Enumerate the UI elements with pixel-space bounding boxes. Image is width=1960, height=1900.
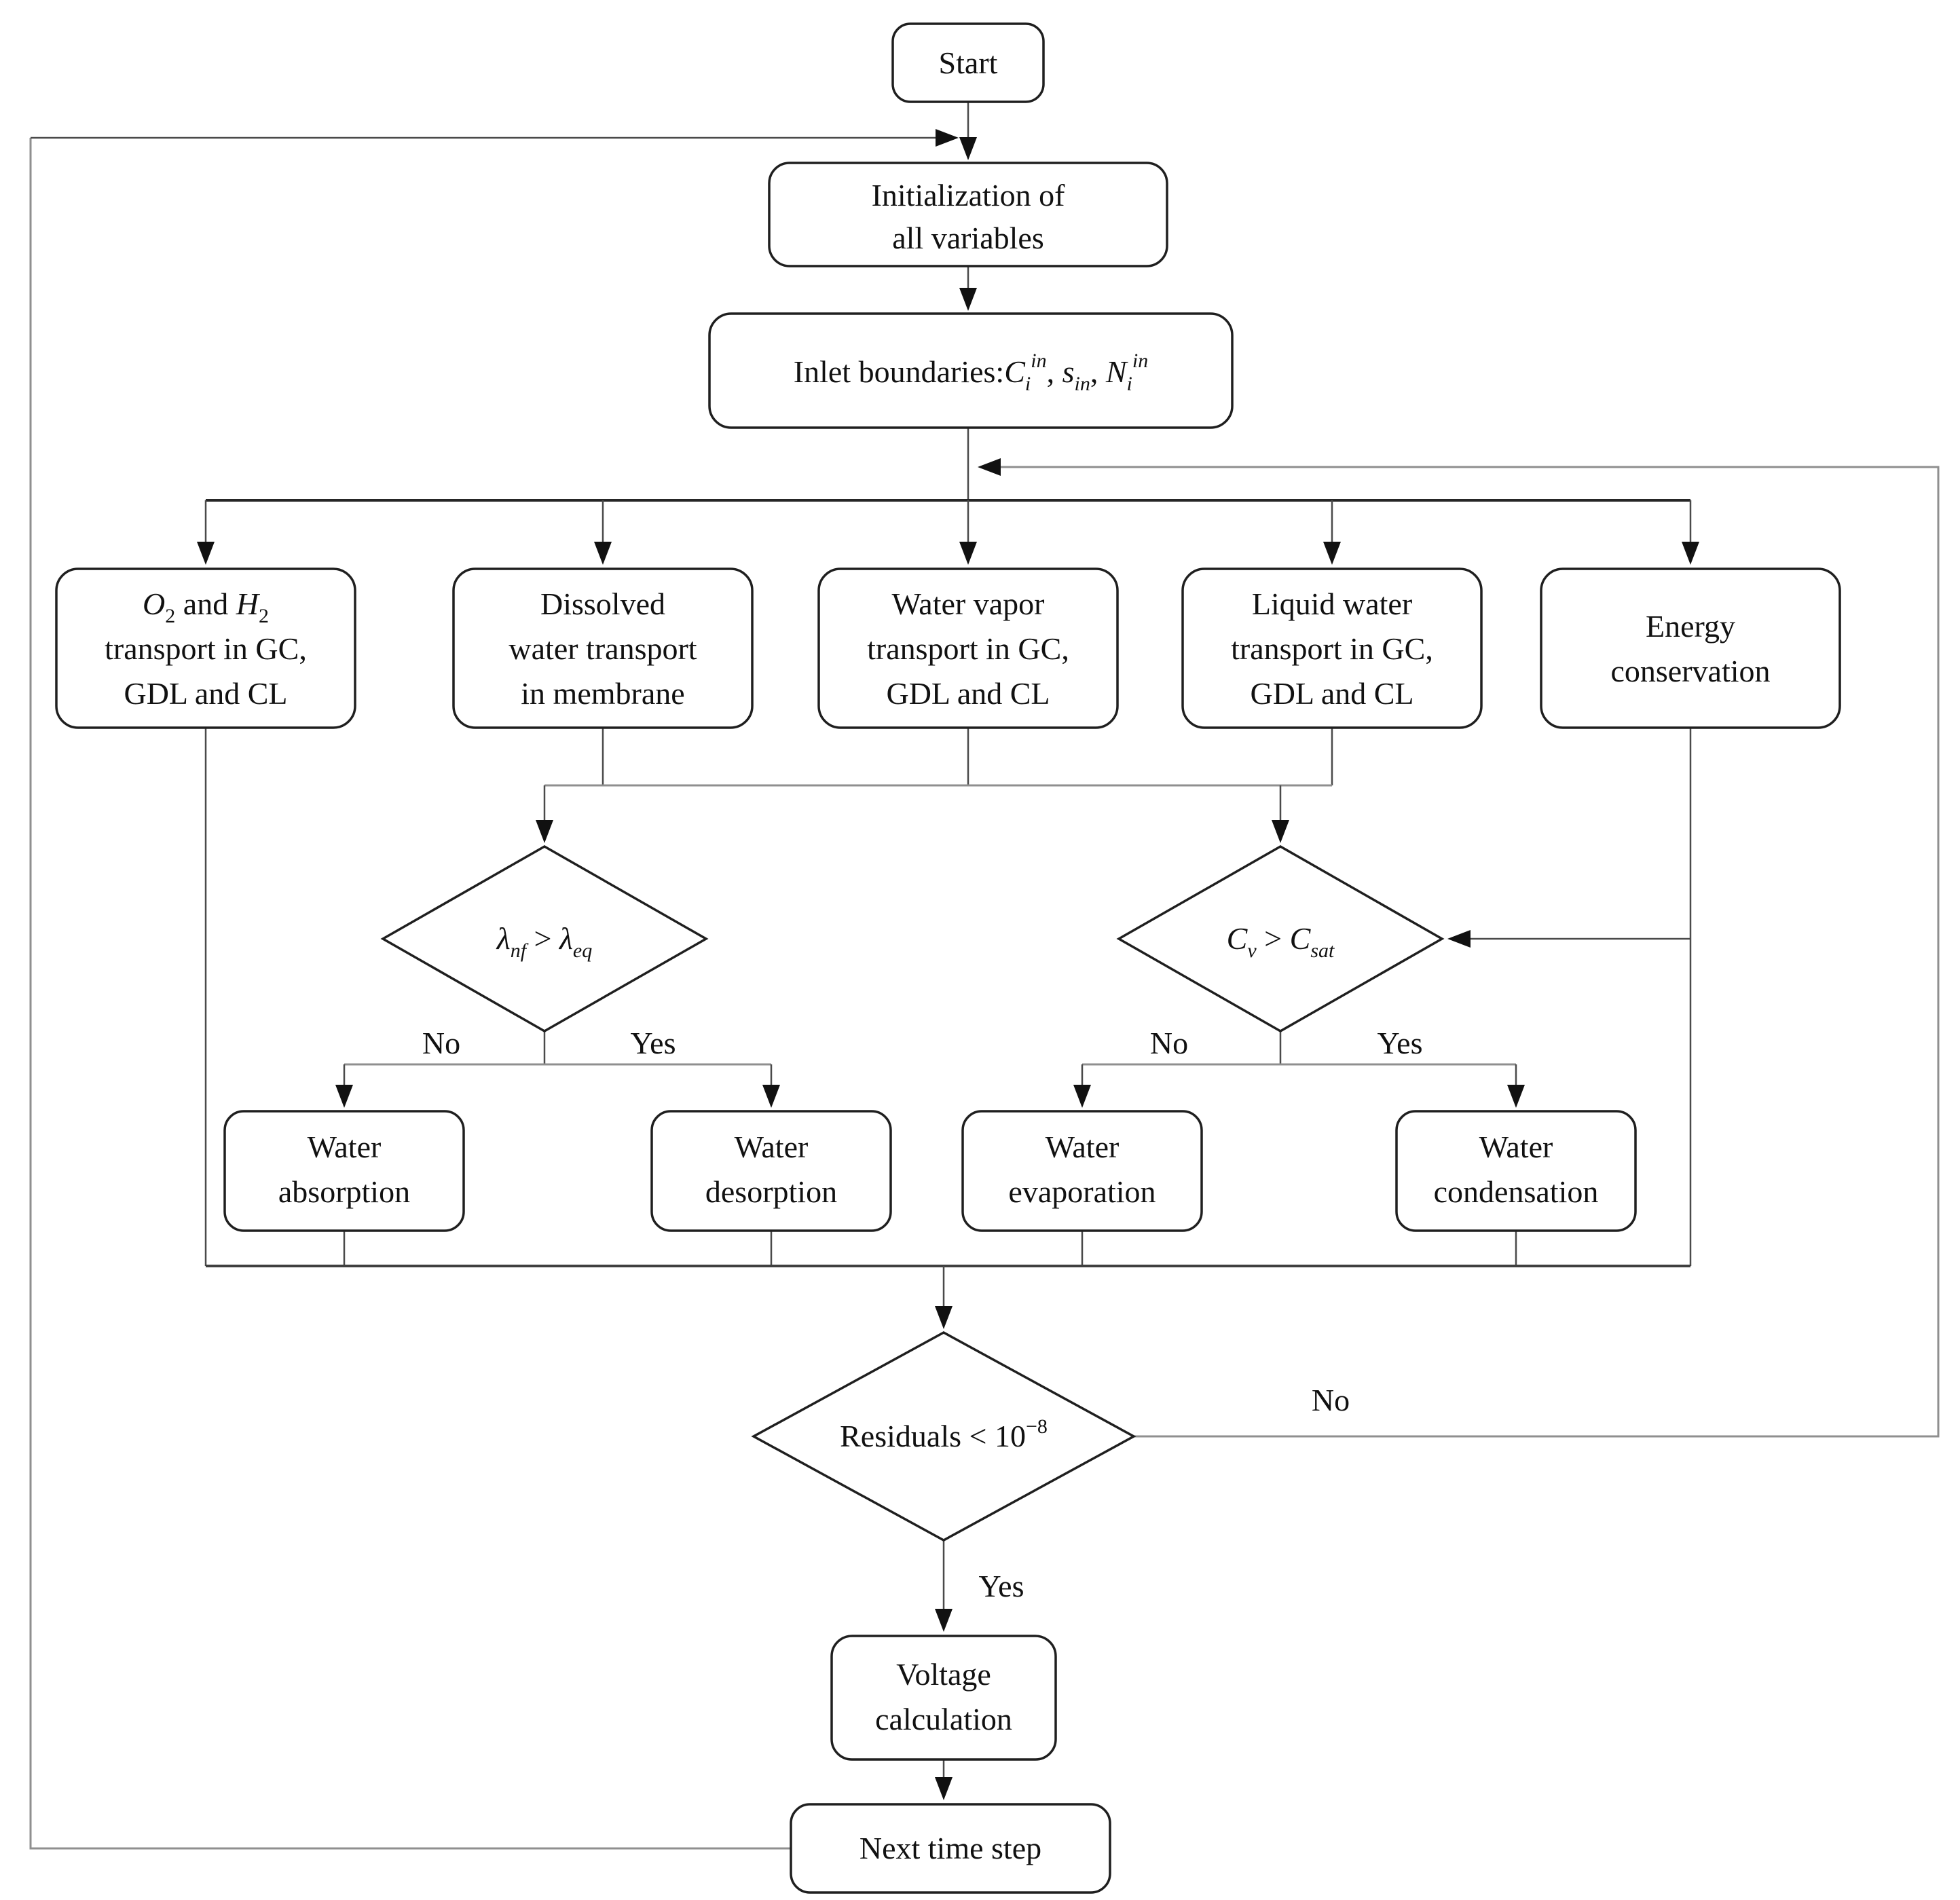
node-water-condensation	[1395, 1110, 1637, 1232]
node-initialization-line2: all variables	[892, 221, 1044, 255]
decision-lambda	[380, 844, 709, 1033]
o2h2-h-sub: 2	[259, 605, 269, 627]
node-condensation-line1: Water	[1479, 1130, 1553, 1164]
node-vapor-line2: transport in GC,	[867, 631, 1069, 666]
node-condensation-line2: condensation	[1434, 1174, 1599, 1209]
cv-1: C	[1227, 921, 1249, 956]
node-absorption-line1: Water	[308, 1130, 382, 1164]
node-energy-line2: conservation	[1610, 654, 1770, 688]
node-liquid-line2: transport in GC,	[1231, 631, 1433, 666]
o2h2-o-sub: 2	[165, 605, 175, 627]
node-vapor-line3: GDL and CL	[886, 676, 1050, 711]
node-inlet-boundaries	[708, 312, 1234, 429]
label-residuals-yes: Yes	[979, 1569, 1024, 1603]
label-lambda-no: No	[422, 1026, 460, 1060]
cv-2: C	[1290, 921, 1312, 956]
o2h2-o: O	[143, 586, 165, 621]
node-next-time-step	[790, 1803, 1111, 1894]
node-voltage-line1: Voltage	[896, 1657, 991, 1692]
node-o2h2-line2: transport in GC,	[105, 631, 307, 666]
inlet-s-base: s	[1062, 354, 1075, 389]
cv-2-sub: sat	[1310, 939, 1335, 962]
node-energy-conservation	[1540, 567, 1841, 729]
inlet-s-sub: in	[1074, 373, 1090, 395]
inlet-n-sub: i	[1127, 373, 1132, 395]
decision-residuals	[751, 1331, 1136, 1542]
node-voltage-line2: calculation	[875, 1702, 1012, 1736]
node-o2h2-transport	[55, 567, 356, 729]
node-o2h2-line1: O2 and H2	[143, 586, 269, 627]
node-liquid-line1: Liquid water	[1252, 586, 1412, 621]
node-dissolved-water	[452, 567, 754, 729]
node-next-time-step-label: Next time step	[859, 1831, 1041, 1865]
node-energy-line1: Energy	[1646, 609, 1735, 644]
cv-1-sub: v	[1247, 939, 1257, 962]
node-start-label: Start	[939, 45, 998, 80]
node-voltage-calculation	[830, 1635, 1057, 1761]
node-liquid-line3: GDL and CL	[1250, 676, 1413, 711]
residuals-exponent: −8	[1026, 1415, 1048, 1438]
label-cv-no: No	[1150, 1026, 1188, 1060]
node-water-vapor	[817, 567, 1119, 729]
node-start	[891, 22, 1045, 103]
node-desorption-line1: Water	[735, 1130, 809, 1164]
decision-cv	[1116, 844, 1445, 1033]
node-evaporation-line1: Water	[1046, 1130, 1120, 1164]
node-absorption-line2: absorption	[278, 1174, 410, 1209]
decision-cv-label: Cv > Csat	[1227, 921, 1335, 962]
node-dissolved-line2: water transport	[509, 631, 697, 666]
inlet-n-base: N	[1105, 354, 1128, 389]
inlet-c-sub: i	[1025, 373, 1031, 395]
node-water-desorption	[650, 1110, 892, 1232]
node-vapor-line1: Water vapor	[892, 586, 1045, 621]
node-initialization-line1: Initialization of	[872, 178, 1066, 212]
inlet-c-base: C	[1004, 354, 1026, 389]
node-inlet-boundaries-label: Inlet boundaries:Ciin, sin, Niin	[794, 350, 1148, 395]
decision-residuals-label: Residuals < 10−8	[840, 1415, 1048, 1453]
node-liquid-water	[1181, 567, 1483, 729]
edge-loop-left	[29, 138, 791, 1850]
node-evaporation-line2: evaporation	[1008, 1174, 1155, 1209]
node-initialization	[768, 162, 1168, 267]
lambda-2-sub: eq	[573, 939, 592, 962]
o2h2-h: H	[236, 586, 261, 621]
node-desorption-line2: desorption	[705, 1174, 837, 1209]
node-water-evaporation	[961, 1110, 1203, 1232]
node-o2h2-line3: GDL and CL	[124, 676, 287, 711]
edge-residuals-no-loop	[978, 458, 1940, 1438]
inlet-n-sup: in	[1132, 350, 1148, 372]
lambda-2: λ	[558, 921, 573, 956]
lambda-1-sub: nf	[511, 939, 529, 962]
inlet-c-sup: in	[1031, 350, 1046, 372]
label-residuals-no: No	[1312, 1383, 1350, 1417]
node-dissolved-line3: in membrane	[521, 676, 684, 711]
node-dissolved-line1: Dissolved	[540, 586, 665, 621]
node-water-absorption	[223, 1110, 465, 1232]
label-lambda-yes: Yes	[631, 1026, 676, 1060]
decision-lambda-label: λnf > λeq	[496, 921, 593, 962]
label-cv-yes: Yes	[1377, 1026, 1423, 1060]
lambda-1: λ	[496, 921, 511, 956]
